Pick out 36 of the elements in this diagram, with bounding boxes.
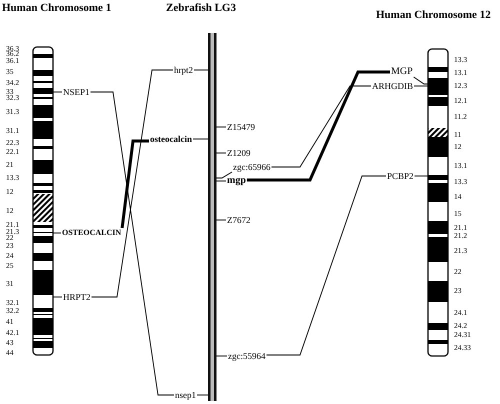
- tick-line: [216, 126, 226, 128]
- gene-label: zgc:55964: [228, 351, 266, 361]
- gene-label: HRPT2: [63, 292, 91, 302]
- gene-label: OSTEOCALCIN: [62, 228, 122, 238]
- gene-label: osteocalcin: [150, 134, 192, 144]
- tick-line: [52, 232, 62, 234]
- linkage-group-bar: [206, 33, 218, 401]
- chromosome-ideogram: [32, 46, 54, 356]
- chromosome-title: Human Chromosome 1: [2, 2, 112, 14]
- chromosome-title: Human Chromosome 12: [376, 9, 491, 21]
- connector-line: [120, 140, 149, 228]
- gene-label: Z7672: [227, 215, 250, 225]
- connector-line: [266, 176, 386, 356]
- chromosome-title: Zebrafish LG3: [166, 2, 236, 14]
- gene-label: mgp: [227, 176, 246, 186]
- gene-label: zgc:65966: [233, 162, 270, 172]
- gene-label: Z15479: [227, 122, 255, 132]
- tick-line: [413, 76, 428, 84]
- connector-line: [91, 70, 174, 298]
- gene-label: NSEP1: [63, 87, 90, 97]
- gene-label: PCBP2: [387, 171, 414, 181]
- chromosome-ideogram: [427, 48, 449, 357]
- gene-label: hrpt2: [174, 65, 193, 75]
- tick-line: [216, 180, 226, 182]
- tick-line: [196, 394, 208, 396]
- gene-label: nsep1: [175, 390, 196, 400]
- tick-line: [216, 152, 226, 154]
- gene-label: ARHGDIB: [372, 81, 414, 91]
- connector-line: [271, 86, 372, 168]
- connector-line: [90, 92, 174, 396]
- tick-line: [216, 172, 232, 178]
- connector-line: [246, 70, 390, 182]
- gene-label: MGP: [391, 67, 413, 77]
- gene-label: Z1209: [227, 148, 250, 158]
- tick-line: [52, 296, 62, 298]
- tick-line: [192, 138, 208, 140]
